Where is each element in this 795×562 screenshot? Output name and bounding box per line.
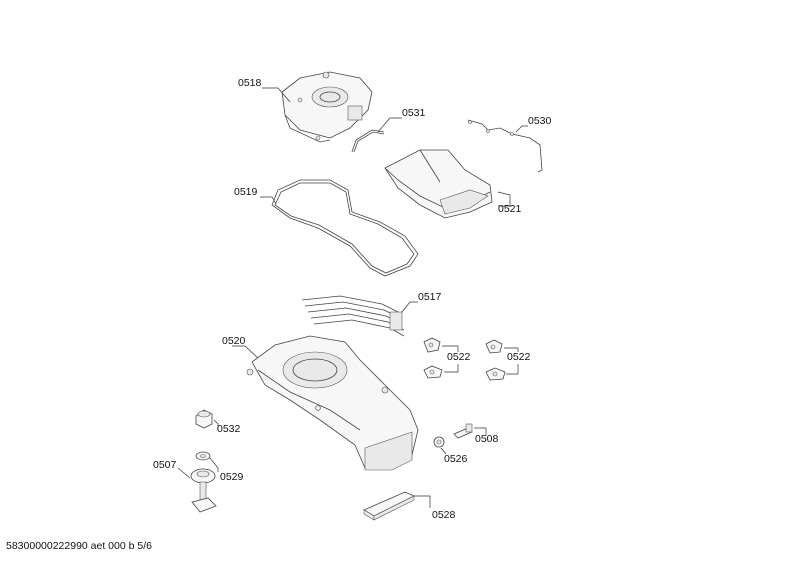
label-0531: 0531: [402, 107, 426, 119]
label-0517: 0517: [418, 291, 442, 303]
label-0521: 0521: [498, 203, 522, 215]
part-0528-filter-frame: [363, 491, 415, 521]
label-0522-a: 0522: [447, 351, 471, 363]
part-0521-air-duct: [384, 149, 493, 219]
label-0528: 0528: [432, 509, 456, 521]
part-0508-sensor: [453, 423, 473, 439]
document-footer-code: 58300000222990 aet 000 b 5/6: [6, 540, 152, 552]
label-0519: 0519: [234, 186, 258, 198]
part-0522a-brackets: [423, 337, 443, 379]
label-0508: 0508: [475, 433, 499, 445]
label-0526: 0526: [444, 453, 468, 465]
part-0522b-brackets: [485, 339, 506, 381]
part-0517-heater: [301, 295, 405, 337]
part-0530-wire: [467, 119, 543, 173]
label-0520: 0520: [222, 335, 246, 347]
part-0531-clip: [351, 129, 385, 153]
part-0526-nut: [433, 436, 445, 448]
part-0532-cap: [195, 409, 213, 429]
label-0507: 0507: [153, 459, 177, 471]
part-0507-motor-mount: [190, 468, 217, 513]
part-0519-gasket: [271, 179, 419, 277]
label-0518: 0518: [238, 77, 262, 89]
part-0520-lower-housing: [246, 335, 419, 471]
label-0529: 0529: [220, 471, 244, 483]
part-0529-washer: [195, 451, 211, 461]
part-0518-fan-housing: [281, 71, 373, 143]
label-0522-b: 0522: [507, 351, 531, 363]
label-0532: 0532: [217, 423, 241, 435]
label-0530: 0530: [528, 115, 552, 127]
